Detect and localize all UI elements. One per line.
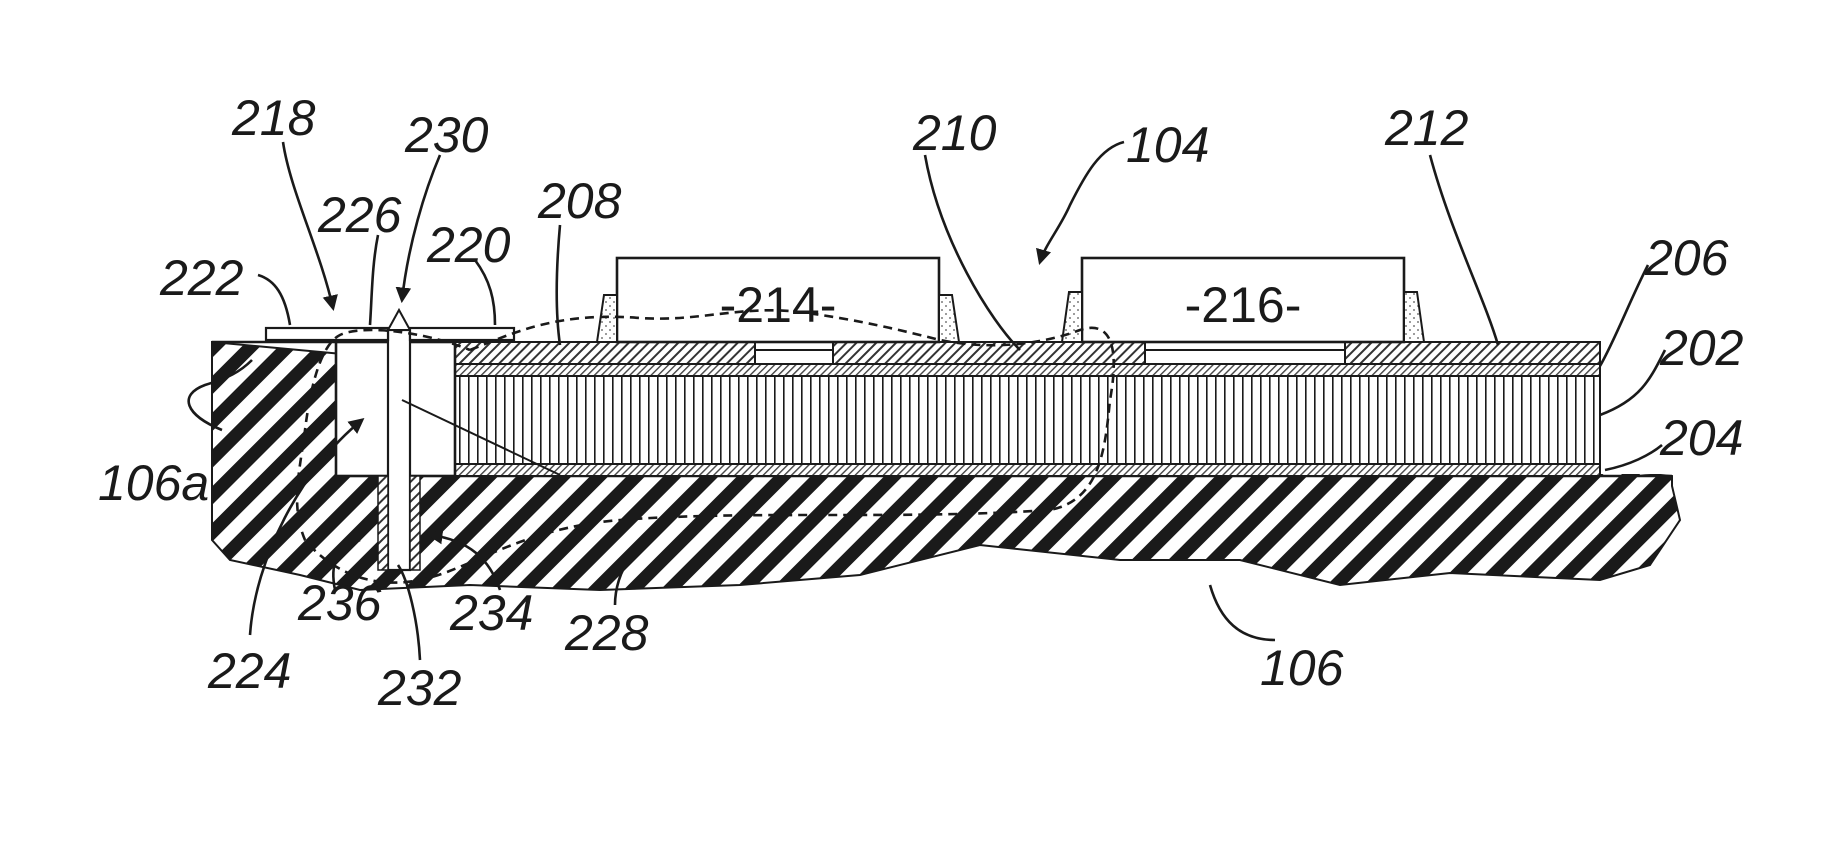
- layer-202: [455, 376, 1600, 464]
- ref-202: 202: [1659, 320, 1744, 376]
- ref-224: 224: [207, 643, 291, 699]
- leader-106: [1210, 585, 1275, 640]
- chip-214-label: -214-: [720, 277, 837, 333]
- leader-104: [1040, 142, 1124, 262]
- ref-222: 222: [159, 250, 244, 306]
- solder-214-right: [939, 295, 959, 342]
- ref-204: 204: [1659, 410, 1743, 466]
- trace-gap-2: [1145, 350, 1345, 364]
- ref-104: 104: [1126, 117, 1209, 173]
- layer-206: [455, 364, 1600, 376]
- solder-214-left: [597, 295, 617, 342]
- layer-204: [455, 464, 1600, 476]
- ref-236: 236: [297, 575, 382, 631]
- trace-212: [1345, 342, 1600, 364]
- leader-212: [1430, 155, 1498, 345]
- fastener-hole-hatch-left: [378, 476, 388, 570]
- ref-218: 218: [231, 90, 316, 146]
- ref-226: 226: [317, 187, 402, 243]
- ref-220: 220: [426, 217, 511, 273]
- leader-208: [557, 225, 560, 345]
- ref-210: 210: [912, 105, 997, 161]
- trace-208: [455, 342, 755, 364]
- fastener-head-230: [388, 310, 410, 330]
- fastener-hole-hatch-right: [410, 476, 420, 570]
- ref-208: 208: [537, 173, 622, 229]
- ref-106a: 106a: [98, 455, 209, 511]
- leader-226: [370, 235, 378, 325]
- solder-216-right: [1404, 292, 1424, 342]
- chip-216-label: -216-: [1185, 277, 1302, 333]
- trace-gap-1: [755, 350, 833, 364]
- ref-230: 230: [404, 107, 489, 163]
- ref-212: 212: [1384, 100, 1469, 156]
- ref-106: 106: [1260, 640, 1344, 696]
- ref-232: 232: [377, 660, 462, 716]
- fastener-shaft: [388, 330, 410, 570]
- leader-222: [258, 275, 290, 325]
- ref-234: 234: [449, 585, 533, 641]
- ref-206: 206: [1644, 230, 1729, 286]
- ref-228: 228: [564, 605, 649, 661]
